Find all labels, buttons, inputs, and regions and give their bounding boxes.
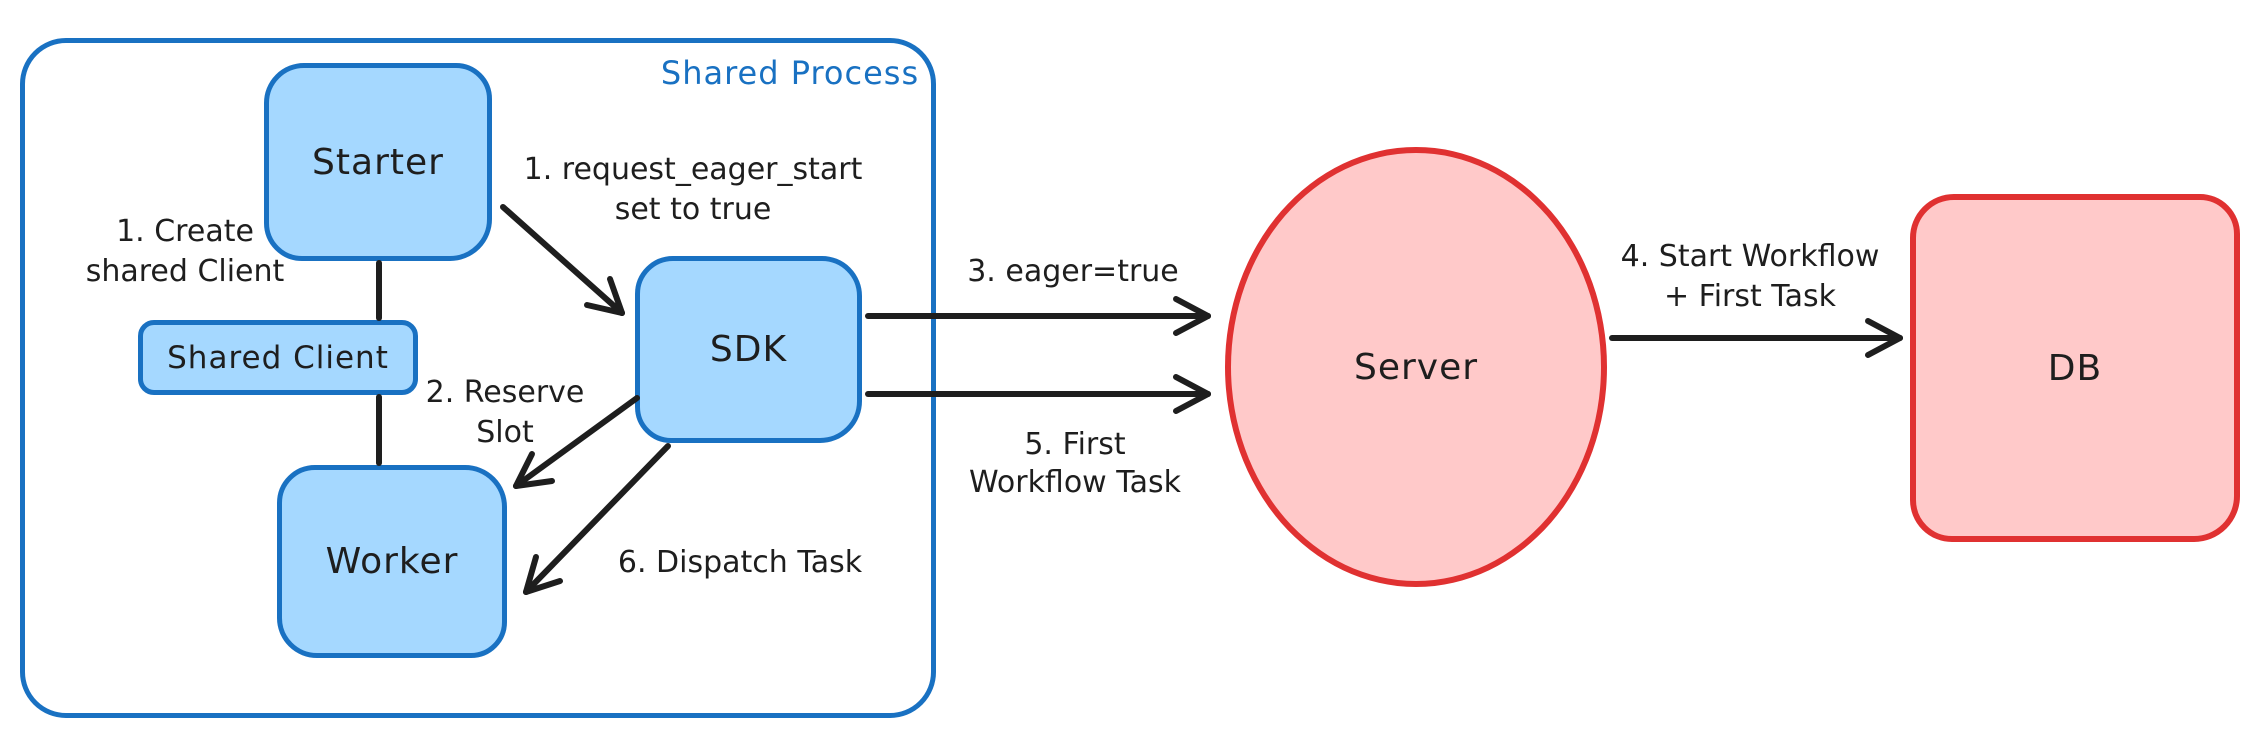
shared-client-node: Shared Client	[138, 320, 418, 395]
annotation-reserve-slot-line2: Slot	[476, 415, 534, 450]
shared-process-label: Shared Process	[660, 54, 920, 92]
annotation-first-workflow-task-line1: 5. First	[1024, 427, 1126, 462]
server-node: Server	[1225, 147, 1607, 587]
worker-node: Worker	[277, 465, 507, 658]
shared-client-label: Shared Client	[167, 339, 389, 376]
annotation-request-eager-start: 1. request_eager_start set to true	[493, 150, 893, 230]
annotation-create-shared-client-line2: shared Client	[85, 254, 285, 289]
sdk-node: SDK	[635, 256, 862, 443]
annotation-first-workflow-task: 5. First Workflow Task	[925, 426, 1225, 502]
arrow-server-db	[1609, 318, 1903, 358]
worker-label: Worker	[325, 541, 459, 582]
annotation-start-workflow-line1: 4. Start Workflow	[1620, 239, 1880, 274]
annotation-create-shared-client: 1. Create shared Client	[35, 212, 335, 292]
annotation-start-workflow: 4. Start Workflow + First Task	[1595, 237, 1905, 317]
annotation-first-workflow-task-line2: Workflow Task	[968, 465, 1182, 500]
shared-process-container	[20, 38, 936, 718]
db-label: DB	[2047, 347, 2103, 389]
annotation-dispatch-task: 6. Dispatch Task	[600, 543, 880, 583]
annotation-start-workflow-line2: + First Task	[1663, 279, 1837, 314]
starter-node: Starter	[264, 63, 492, 261]
annotation-request-eager-start-line1: 1. request_eager_start	[523, 152, 863, 187]
annotation-reserve-slot: 2. Reserve Slot	[405, 373, 605, 453]
annotation-eager-true: 3. eager=true	[923, 252, 1223, 292]
server-label: Server	[1353, 346, 1479, 388]
annotation-dispatch-task-line1: 6. Dispatch Task	[617, 545, 863, 580]
annotation-request-eager-start-line2: set to true	[614, 192, 772, 227]
annotation-create-shared-client-line1: 1. Create	[116, 214, 254, 249]
sdk-label: SDK	[709, 329, 788, 370]
annotation-eager-true-line1: 3. eager=true	[967, 254, 1179, 289]
starter-label: Starter	[312, 141, 444, 183]
annotation-reserve-slot-line1: 2. Reserve	[425, 375, 585, 410]
db-node: DB	[1910, 194, 2240, 542]
